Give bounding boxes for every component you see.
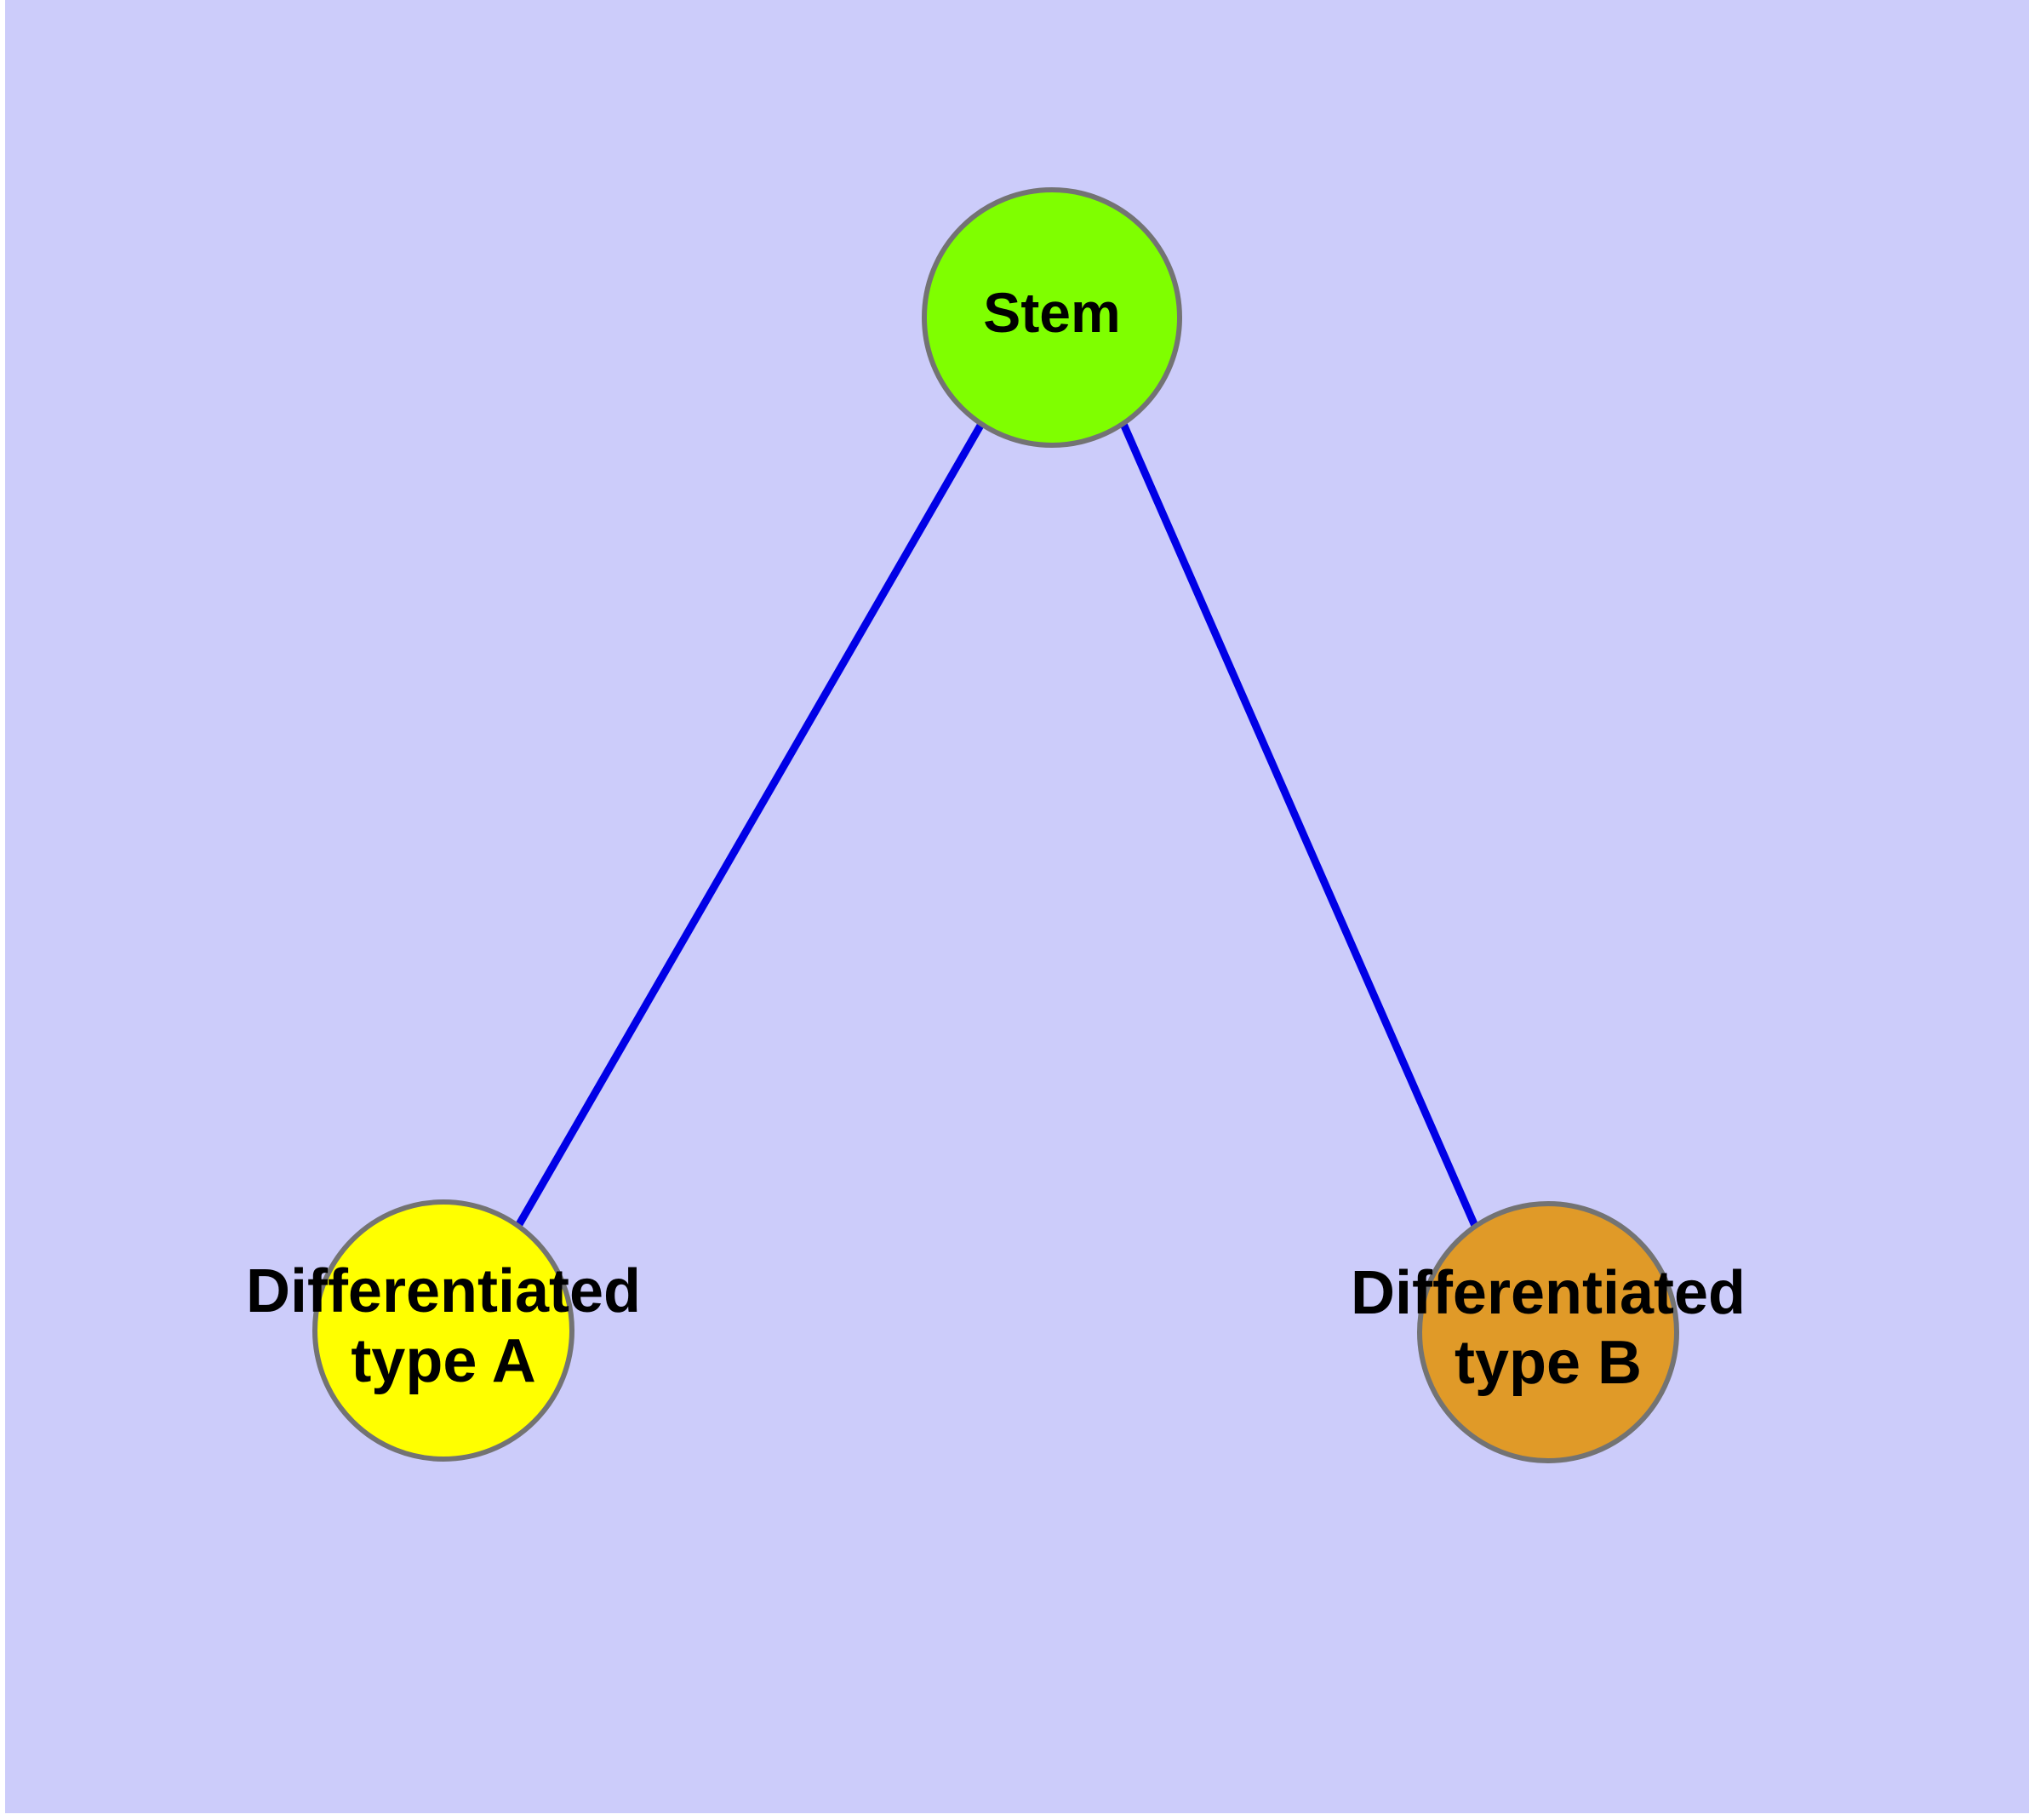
graph-node-stem[interactable] xyxy=(922,187,1182,448)
graph-node-label-stem: Stem xyxy=(983,281,1120,344)
graph-edge-stem-to-diff_a[interactable] xyxy=(515,421,985,1228)
edge-layer xyxy=(515,421,1479,1228)
graph-node-diff_b[interactable] xyxy=(1417,1201,1679,1463)
graph-edge-stem-to-diff_b[interactable] xyxy=(1119,422,1479,1228)
graph-node-diff_a[interactable] xyxy=(312,1199,574,1462)
node-layer xyxy=(312,187,1679,1463)
